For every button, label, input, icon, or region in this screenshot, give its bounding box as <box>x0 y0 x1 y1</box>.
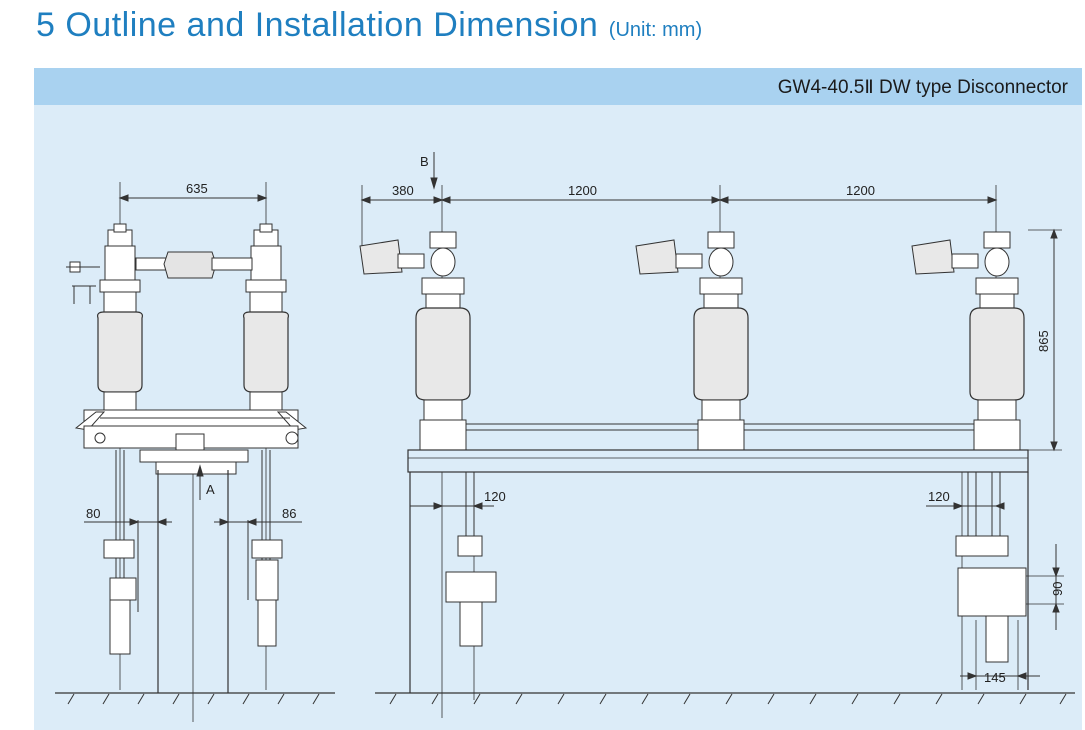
page-heading: 5 Outline and Installation Dimension (Un… <box>36 6 702 45</box>
front-dim-380: 380 <box>392 183 414 198</box>
drawing-panel: GW4-40.5Ⅱ DW type Disconnector <box>34 68 1082 730</box>
front-dim-145: 145 <box>984 670 1006 685</box>
side-view: 635 <box>55 181 335 722</box>
side-dim-86: 86 <box>282 506 296 521</box>
front-dim-865: 865 <box>1036 330 1051 352</box>
front-view-label-b: B <box>420 154 429 169</box>
side-view-label-a: A <box>206 482 215 497</box>
side-dim-80: 80 <box>86 506 100 521</box>
panel-title-bar: GW4-40.5Ⅱ DW type Disconnector <box>34 68 1082 105</box>
side-dim-635: 635 <box>186 181 208 196</box>
heading-unit: (Unit: mm) <box>608 19 703 41</box>
front-dim-120-left: 120 <box>484 489 506 504</box>
front-dim-1200-a: 1200 <box>568 183 597 198</box>
heading-title: 5 Outline and Installation Dimension <box>36 6 599 44</box>
front-dim-90: 90 <box>1050 582 1065 596</box>
model-title: GW4-40.5Ⅱ DW type Disconnector <box>777 77 1068 98</box>
front-dim-120-right: 120 <box>928 489 950 504</box>
front-view: B 380 1200 1200 <box>359 152 1075 718</box>
front-dim-1200-b: 1200 <box>846 183 875 198</box>
